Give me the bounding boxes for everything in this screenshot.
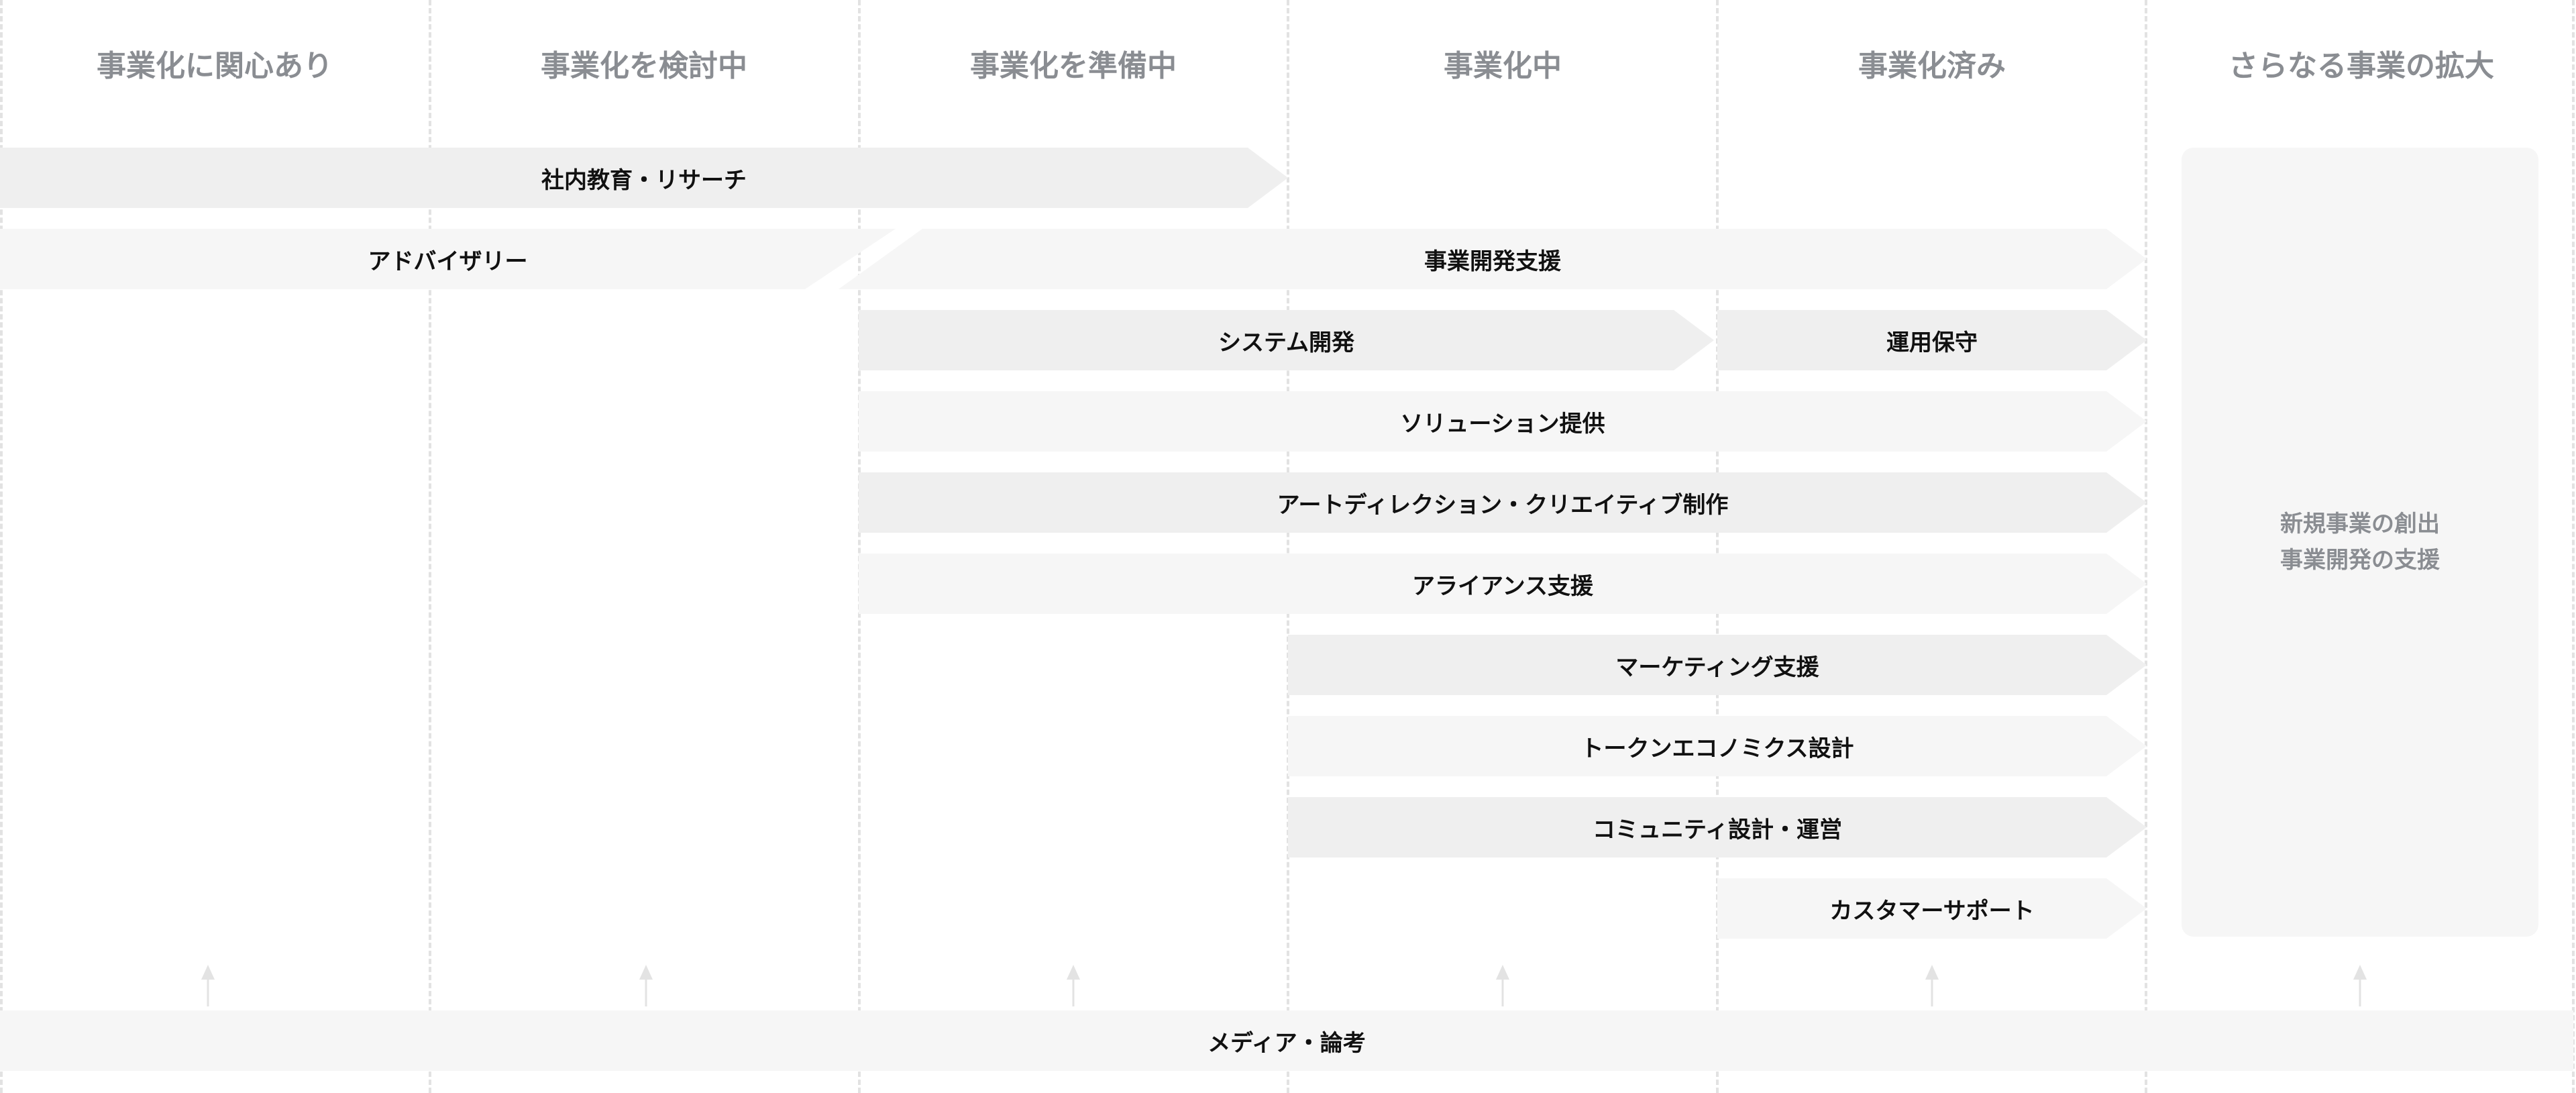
expansion-panel: 新規事業の創出 事業開発の支援 xyxy=(2182,148,2538,937)
divider xyxy=(2572,0,2575,1093)
stage-header: 事業化を検討中 xyxy=(541,49,747,83)
arrow-up-icon xyxy=(1496,965,1509,1006)
divider xyxy=(2145,0,2147,1093)
foundation-bar: メディア・論考 xyxy=(0,1010,2573,1071)
service-label: 事業開発支援 xyxy=(1424,248,1561,275)
stage-header: さらなる事業の拡大 xyxy=(2229,49,2494,83)
service-label: 社内教育・リサーチ xyxy=(541,166,747,194)
arrow-up-icon xyxy=(1925,965,1939,1006)
arrow-up-icon xyxy=(639,965,653,1006)
service-label: マーケティング支援 xyxy=(1615,654,1819,681)
arrow-up-icon xyxy=(2353,965,2367,1006)
service-community: コミュニティ設計・運営 xyxy=(1288,797,2147,857)
service-label: アートディレクション・クリエイティブ制作 xyxy=(1277,491,1729,519)
service-label: アライアンス支援 xyxy=(1412,572,1593,600)
service-label: トークンエコノミクス設計 xyxy=(1580,735,1854,762)
service-label: カスタマーサポート xyxy=(1829,897,2035,925)
foundation-label: メディア・論考 xyxy=(1208,1029,1366,1057)
service-marketing: マーケティング支援 xyxy=(1288,635,2147,695)
divider xyxy=(1287,0,1289,1093)
divider xyxy=(858,0,861,1093)
stage-header: 事業化中 xyxy=(1444,49,1562,83)
divider xyxy=(0,0,3,1093)
service-label: 運用保守 xyxy=(1886,329,1978,356)
service-alliance: アライアンス支援 xyxy=(859,554,2147,614)
service-research: 社内教育・リサーチ xyxy=(0,148,1288,208)
arrow-up-icon xyxy=(1067,965,1080,1006)
service-maintenance: 運用保守 xyxy=(1717,310,2147,370)
service-label: アドバイザリー xyxy=(368,248,528,275)
service-label: システム開発 xyxy=(1218,329,1354,356)
stage-header: 事業化済み xyxy=(1858,49,2006,83)
service-advisory: アドバイザリー xyxy=(0,229,896,289)
divider xyxy=(1716,0,1719,1093)
stage-header: 事業化を準備中 xyxy=(970,49,1177,83)
expansion-line: 新規事業の創出 xyxy=(2280,511,2440,537)
service-label: ソリューション提供 xyxy=(1400,410,1605,437)
divider xyxy=(429,0,431,1093)
service-token: トークンエコノミクス設計 xyxy=(1288,716,2147,776)
service-system: システム開発 xyxy=(859,310,1714,370)
expansion-line: 事業開発の支援 xyxy=(2280,547,2440,574)
service-solution: ソリューション提供 xyxy=(859,391,2147,452)
arrow-up-icon xyxy=(201,965,215,1006)
service-label: コミュニティ設計・運営 xyxy=(1593,816,1842,843)
stage-header: 事業化に関心あり xyxy=(97,49,333,83)
service-bizdev: 事業開発支援 xyxy=(839,229,2147,289)
service-support: カスタマーサポート xyxy=(1717,878,2147,939)
service-art: アートディレクション・クリエイティブ制作 xyxy=(859,472,2147,533)
